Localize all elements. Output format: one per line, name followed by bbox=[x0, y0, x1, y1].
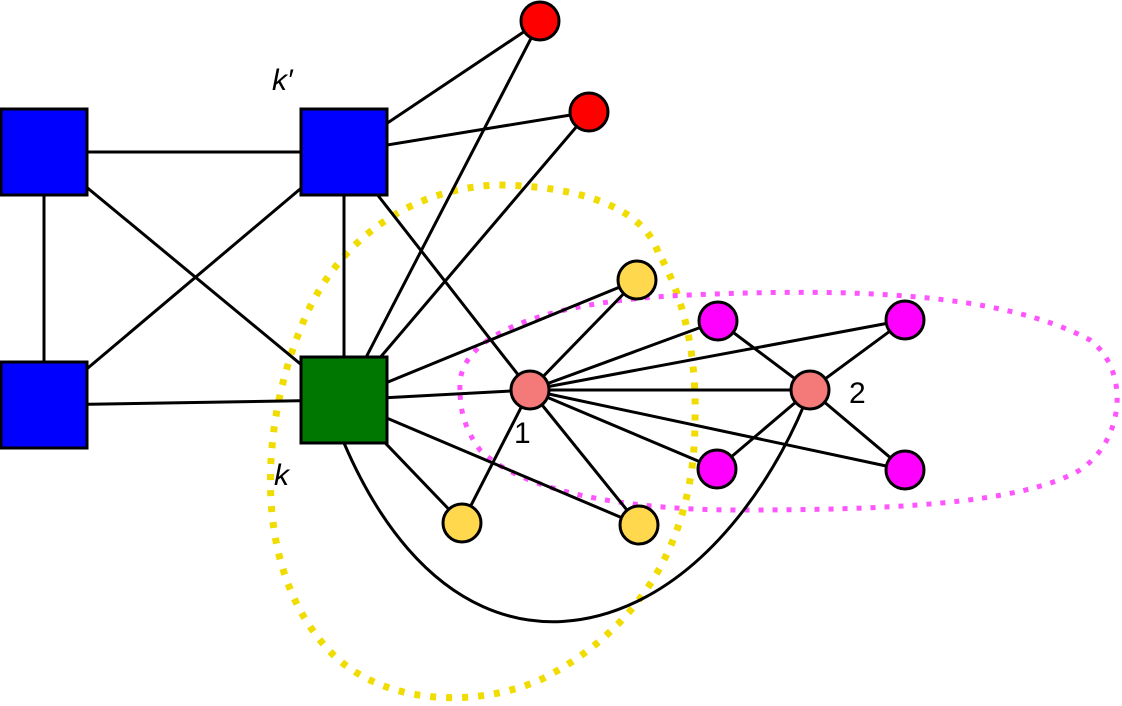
node-red-top bbox=[519, 0, 561, 42]
node-sq-bottom-left bbox=[0, 360, 89, 450]
label-node-1: 1 bbox=[514, 417, 531, 450]
edge-yellow-top-node-1 bbox=[528, 278, 639, 392]
edge-sq-top-left-sq-k bbox=[43, 150, 345, 402]
label-k-prime: k′ bbox=[272, 64, 294, 97]
edge-sq-k-red-mid bbox=[342, 111, 591, 401]
edge-sq-kprime-sq-bottom-left bbox=[43, 150, 345, 407]
edge-sq-k-red-top bbox=[342, 20, 542, 401]
node-red-mid bbox=[568, 91, 610, 133]
node-yellow-top bbox=[616, 259, 658, 301]
edge-yellow-bottom-left-node-1 bbox=[460, 389, 532, 524]
node-node-2 bbox=[789, 369, 831, 411]
node-yellow-bottom-left bbox=[441, 502, 483, 544]
magenta-dotted-region bbox=[457, 289, 1120, 513]
node-magenta-top-right bbox=[884, 299, 926, 341]
edge-node-1-magenta-bottom-left bbox=[529, 388, 718, 471]
edge-sq-k-node-2 bbox=[342, 389, 812, 624]
regions-layer bbox=[266, 181, 1120, 702]
edge-sq-k-yellow-top bbox=[343, 278, 638, 402]
edge-node-1-magenta-bottom-right bbox=[529, 388, 906, 472]
label-k: k bbox=[274, 459, 291, 492]
edge-yellow-bottom-right-node-1 bbox=[528, 389, 641, 526]
node-yellow-bottom-right bbox=[618, 504, 660, 546]
edge-node-2-magenta-bottom-right bbox=[809, 388, 906, 472]
node-node-1 bbox=[509, 369, 551, 411]
node-magenta-bottom-right bbox=[884, 449, 926, 491]
node-magenta-bottom-left bbox=[696, 448, 738, 490]
node-sq-k bbox=[299, 355, 389, 445]
node-magenta-top-left bbox=[697, 300, 739, 342]
node-sq-kprime bbox=[299, 107, 389, 197]
label-node-2: 2 bbox=[849, 377, 866, 410]
edge-node-1-magenta-top-right bbox=[529, 318, 906, 392]
edge-sq-bottom-left-sq-k bbox=[43, 398, 345, 407]
yellow-dotted-region bbox=[266, 181, 699, 702]
nodes-layer bbox=[0, 0, 926, 546]
edge-node-1-magenta-top-left bbox=[529, 319, 719, 392]
node-sq-top-left bbox=[0, 107, 89, 197]
